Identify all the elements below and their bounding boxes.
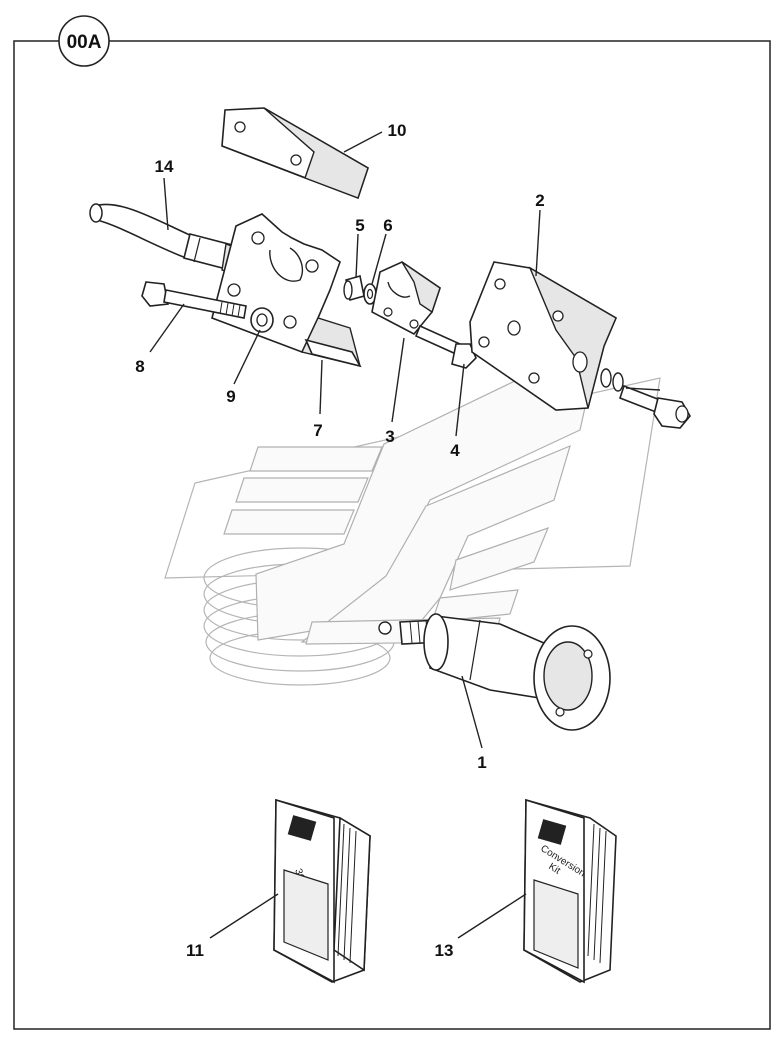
- callout-1: 1: [477, 753, 486, 772]
- part-6-washer: [363, 283, 377, 305]
- leader-lines: [149, 131, 661, 939]
- callout-7: 7: [313, 421, 322, 440]
- callout-4: 4: [450, 441, 460, 460]
- kit-title-line2: Kit: [546, 861, 562, 877]
- part-4-screw: [414, 324, 477, 369]
- callout-3: 3: [385, 427, 394, 446]
- part-1-cylinder: [378, 613, 611, 731]
- callout-10: 10: [388, 121, 407, 140]
- part-5-nipple: [343, 274, 365, 302]
- ghost-background: [164, 338, 661, 686]
- callout-9: 9: [226, 387, 235, 406]
- diagram-badge: 00A: [58, 15, 110, 67]
- part-10-block: [221, 107, 369, 200]
- callout-6: 6: [383, 216, 392, 235]
- ghost-jcb-logo: [223, 338, 601, 645]
- part-11-manual: 3CX/4CX: [273, 798, 371, 984]
- part-12-screw-set: [600, 368, 691, 429]
- part-13-kit-booklet: Conversion Kit: [523, 798, 617, 984]
- callout-5: 5: [355, 216, 364, 235]
- part-3-clamp: [371, 261, 441, 336]
- part-14-hose: [89, 203, 243, 275]
- part-7-bracket: [211, 213, 362, 368]
- callout-2: 2: [535, 191, 544, 210]
- diagram-frame: [13, 40, 771, 1030]
- part-8-bolt: [141, 281, 247, 319]
- callout-13: 13: [435, 941, 454, 960]
- part-2-plate: [469, 261, 618, 411]
- callout-14: 14: [155, 157, 174, 176]
- part-9-washer: [250, 307, 274, 333]
- callout-8: 8: [135, 357, 144, 376]
- callout-11: 11: [186, 941, 204, 960]
- badge-label: 00A: [67, 32, 102, 53]
- callout-labels: 1 2 3 4 5 6 7 8 9 10 11 13 14: [135, 121, 544, 960]
